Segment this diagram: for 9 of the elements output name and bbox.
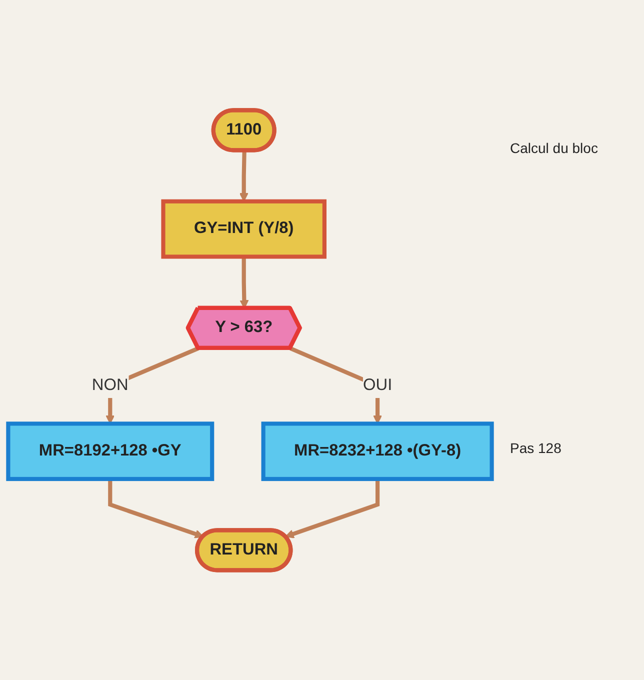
node-box: MR=8232+128 •(GY-8) (261, 421, 494, 481)
arrow (108, 478, 204, 538)
node-box: MR=8192+128 •GY (6, 421, 214, 481)
edge-label: OUI (362, 376, 392, 394)
note-text: Pas 128 (510, 440, 562, 456)
node-box: GY=INT (Y/8) (161, 199, 326, 259)
note-text: Calcul du bloc (510, 140, 598, 156)
arrow (285, 478, 380, 538)
edge-label: NON (92, 376, 128, 394)
